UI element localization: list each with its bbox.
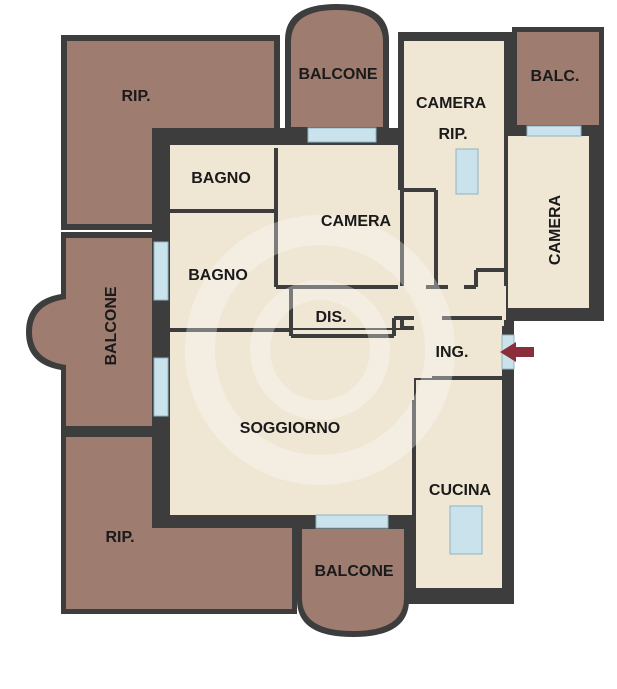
label-camera-right: CAMERA [547,194,564,265]
label-soggiorno: SOGGIORNO [240,420,340,437]
label-bagno-top: BAGNO [191,170,251,187]
window-left-lower [153,357,169,417]
label-balcone-top: BALCONE [298,66,377,83]
label-ing: ING. [436,344,469,361]
label-camera-rip-line1: CAMERA [416,95,487,112]
balcone-top-fill [291,10,383,127]
label-camera-rip: CAMERA RIP. [416,95,490,143]
label-balcone-bottom: BALCONE [314,563,393,580]
window-left-upper [153,241,169,301]
label-camera-mid: CAMERA [321,213,392,230]
room-labels: RIP. BALCONE CAMERA RIP. BALC. BAGNO CAM… [103,66,579,580]
windows [153,125,582,555]
partition-walls [170,138,508,515]
window-bottom-balcone [315,514,389,529]
window-balc-right [526,125,582,137]
entrance-arrow-icon [500,342,534,362]
label-cucina: CUCINA [429,482,492,499]
label-balc-right: BALC. [531,68,580,85]
label-dis: DIS. [315,309,346,326]
skylight-cucina [449,505,483,555]
balcone-left-fill [32,238,155,426]
label-rip-bottom: RIP. [105,529,134,546]
balcone-bottom-fill [302,529,404,631]
label-camera-rip-line2: RIP. [438,126,467,143]
window-top-balcone [307,127,377,143]
balc-right-fill [517,32,599,125]
skylight-camera-rip [455,148,479,195]
interior-floor [170,41,589,588]
watermark-logo [185,215,455,485]
label-bagno-mid: BAGNO [188,267,248,284]
label-balcone-left: BALCONE [103,286,120,365]
label-rip-top: RIP. [121,88,150,105]
